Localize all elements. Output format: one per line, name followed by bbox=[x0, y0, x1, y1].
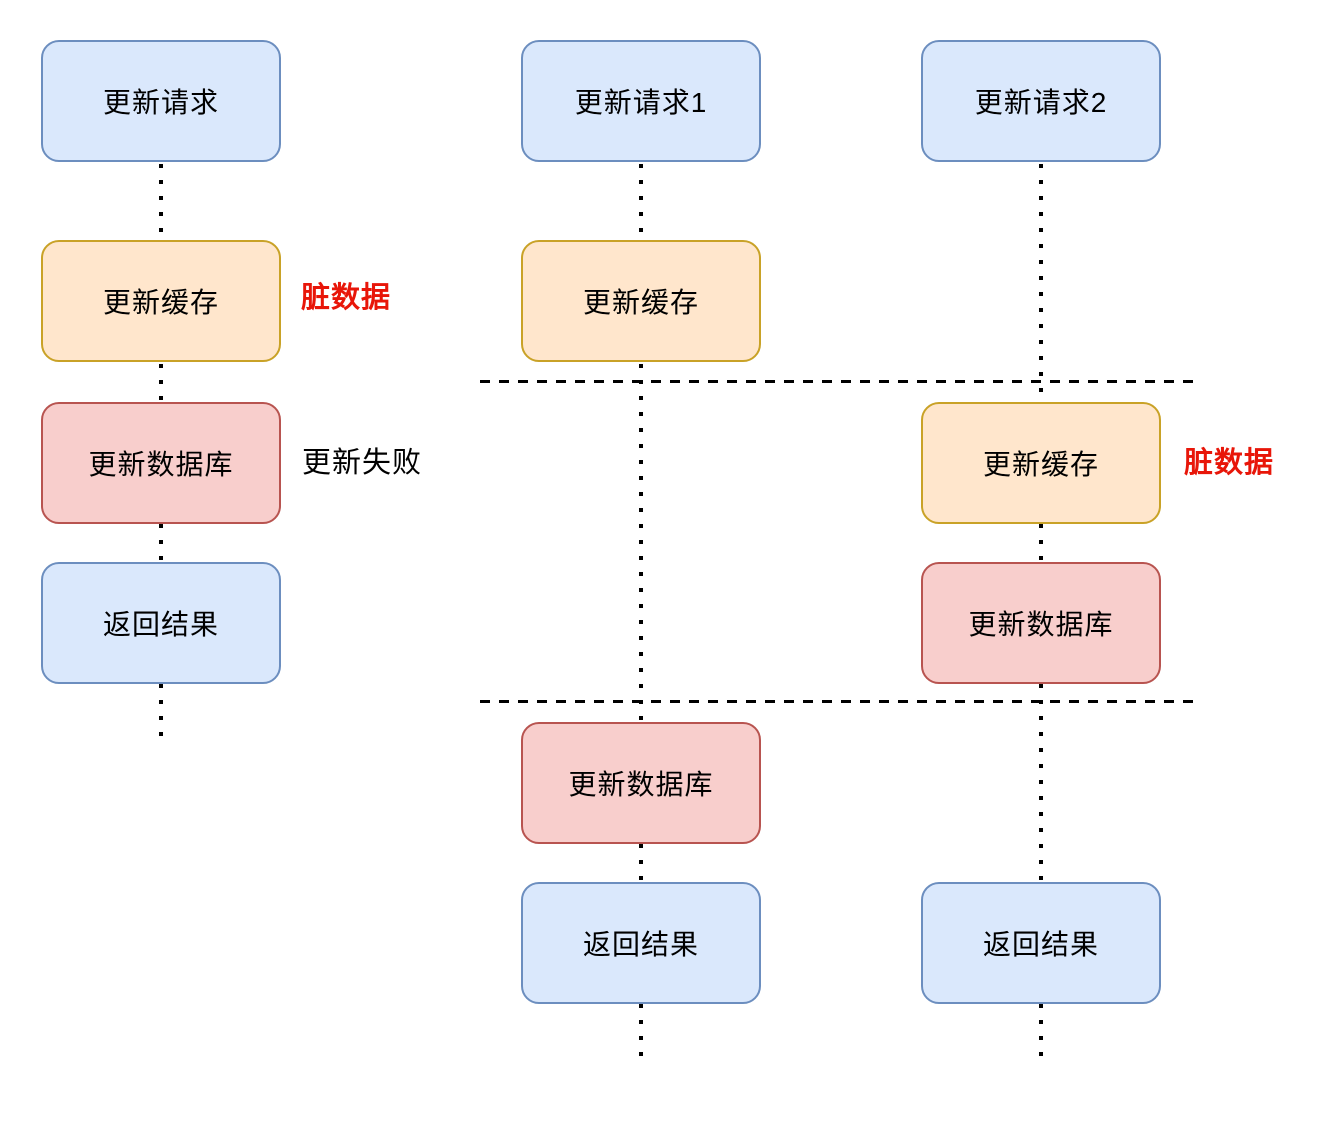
connector-dotted bbox=[159, 364, 163, 402]
node-label: 更新数据库 bbox=[88, 449, 234, 480]
connector-dotted bbox=[159, 164, 163, 240]
connector-dotted bbox=[639, 1004, 643, 1068]
connector-dotted bbox=[639, 364, 643, 722]
node-update-request-2: 更新请求2 bbox=[921, 40, 1161, 162]
node-label: 更新数据库 bbox=[568, 769, 714, 800]
node-label: 更新数据库 bbox=[968, 609, 1114, 640]
node-update-database: 更新数据库 bbox=[921, 562, 1161, 684]
connector-dotted bbox=[159, 524, 163, 562]
connector-dotted bbox=[159, 684, 163, 748]
connector-dotted bbox=[639, 844, 643, 882]
node-label: 更新请求 bbox=[102, 87, 219, 118]
connector-dotted bbox=[1039, 164, 1043, 402]
connector-dotted bbox=[1039, 1004, 1043, 1068]
connector-dotted bbox=[639, 164, 643, 240]
node-label: 返回结果 bbox=[982, 929, 1099, 960]
node-update-cache: 更新缓存 bbox=[41, 240, 281, 362]
node-update-database: 更新数据库 bbox=[521, 722, 761, 844]
annotation-update-failed: 更新失败 bbox=[302, 447, 423, 479]
node-label: 更新缓存 bbox=[582, 287, 699, 318]
node-return-result: 返回结果 bbox=[921, 882, 1161, 1004]
connector-dotted bbox=[1039, 524, 1043, 562]
timeline-separator-1 bbox=[480, 380, 1195, 383]
annotation-dirty-data: 脏数据 bbox=[1184, 447, 1275, 479]
node-label: 更新请求1 bbox=[574, 87, 708, 118]
node-update-request: 更新请求 bbox=[41, 40, 281, 162]
node-update-request-1: 更新请求1 bbox=[521, 40, 761, 162]
node-label: 更新缓存 bbox=[982, 449, 1099, 480]
timeline-separator-2 bbox=[480, 700, 1195, 703]
node-update-cache: 更新缓存 bbox=[521, 240, 761, 362]
node-return-result: 返回结果 bbox=[521, 882, 761, 1004]
annotation-dirty-data: 脏数据 bbox=[301, 282, 392, 314]
node-label: 更新请求2 bbox=[974, 87, 1108, 118]
node-label: 返回结果 bbox=[582, 929, 699, 960]
node-update-cache: 更新缓存 bbox=[921, 402, 1161, 524]
node-update-database: 更新数据库 bbox=[41, 402, 281, 524]
node-label: 更新缓存 bbox=[102, 287, 219, 318]
node-return-result: 返回结果 bbox=[41, 562, 281, 684]
connector-dotted bbox=[1039, 684, 1043, 882]
node-label: 返回结果 bbox=[102, 609, 219, 640]
